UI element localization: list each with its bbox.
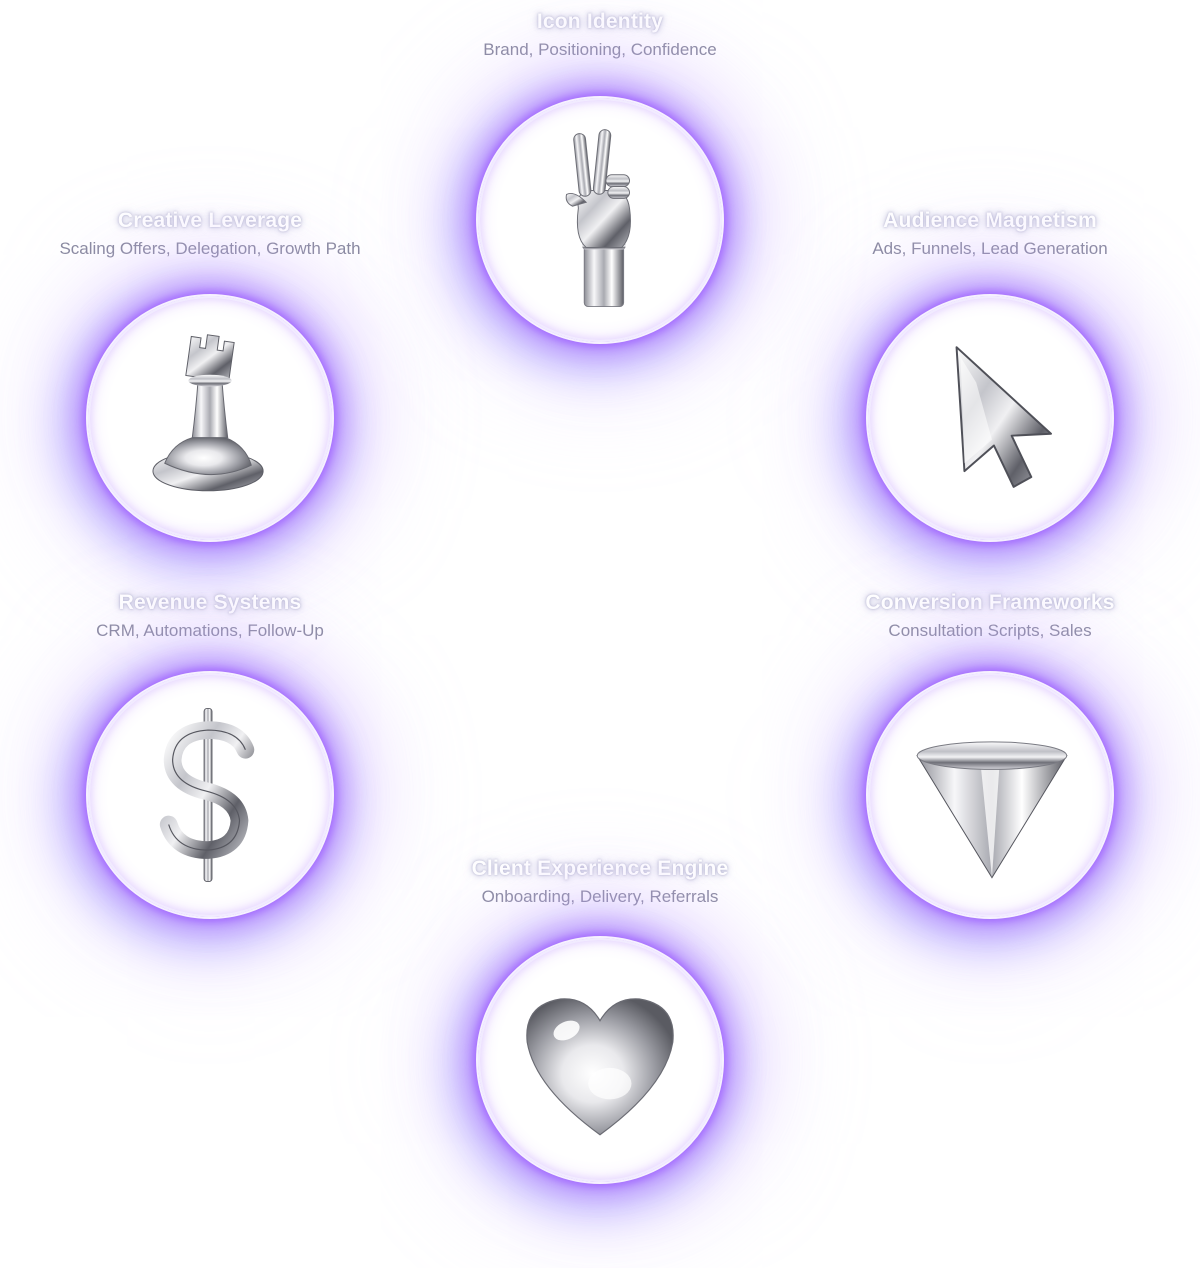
service-orb-conversion-frameworks[interactable] <box>868 673 1112 917</box>
service-title: Conversion Frameworks <box>865 591 1115 614</box>
service-label-conversion-frameworks: Conversion Frameworks Consultation Scrip… <box>770 591 1200 641</box>
service-title: Creative Leverage <box>117 209 303 232</box>
service-subtitle: Ads, Funnels, Lead Generation <box>872 239 1108 258</box>
service-subtitle: Scaling Offers, Delegation, Growth Path <box>59 239 361 258</box>
service-subtitle: Brand, Positioning, Confidence <box>483 40 717 59</box>
service-title: Client Experience Engine <box>471 857 729 880</box>
service-label-icon-identity: Icon Identity Brand, Positioning, Confid… <box>380 10 820 60</box>
cone-icon <box>916 741 1068 879</box>
service-label-client-experience: Client Experience Engine Onboarding, Del… <box>380 857 820 907</box>
service-subtitle: CRM, Automations, Follow-Up <box>96 621 324 640</box>
service-orb-revenue-systems[interactable] <box>88 673 332 917</box>
service-title: Icon Identity <box>536 10 664 33</box>
service-label-creative-leverage: Creative Leverage Scaling Offers, Delega… <box>0 209 430 259</box>
service-orb-client-experience[interactable] <box>478 938 722 1182</box>
service-orb-creative-leverage[interactable] <box>88 296 332 540</box>
service-title: Revenue Systems <box>118 591 302 614</box>
service-label-revenue-systems: Revenue Systems CRM, Automations, Follow… <box>0 591 430 641</box>
service-orb-audience-magnetism[interactable] <box>868 296 1112 540</box>
heart-icon <box>526 998 674 1136</box>
service-subtitle: Consultation Scripts, Sales <box>888 621 1092 640</box>
cursor-arrow-icon <box>955 346 1052 488</box>
chess-rook-icon <box>152 334 264 492</box>
service-orb-icon-identity[interactable] <box>478 98 722 342</box>
service-title: Audience Magnetism <box>883 209 1097 232</box>
dollar-sign-icon <box>159 707 255 883</box>
service-subtitle: Onboarding, Delivery, Referrals <box>481 887 719 906</box>
service-label-audience-magnetism: Audience Magnetism Ads, Funnels, Lead Ge… <box>770 209 1200 259</box>
peace-hand-icon <box>565 129 631 308</box>
